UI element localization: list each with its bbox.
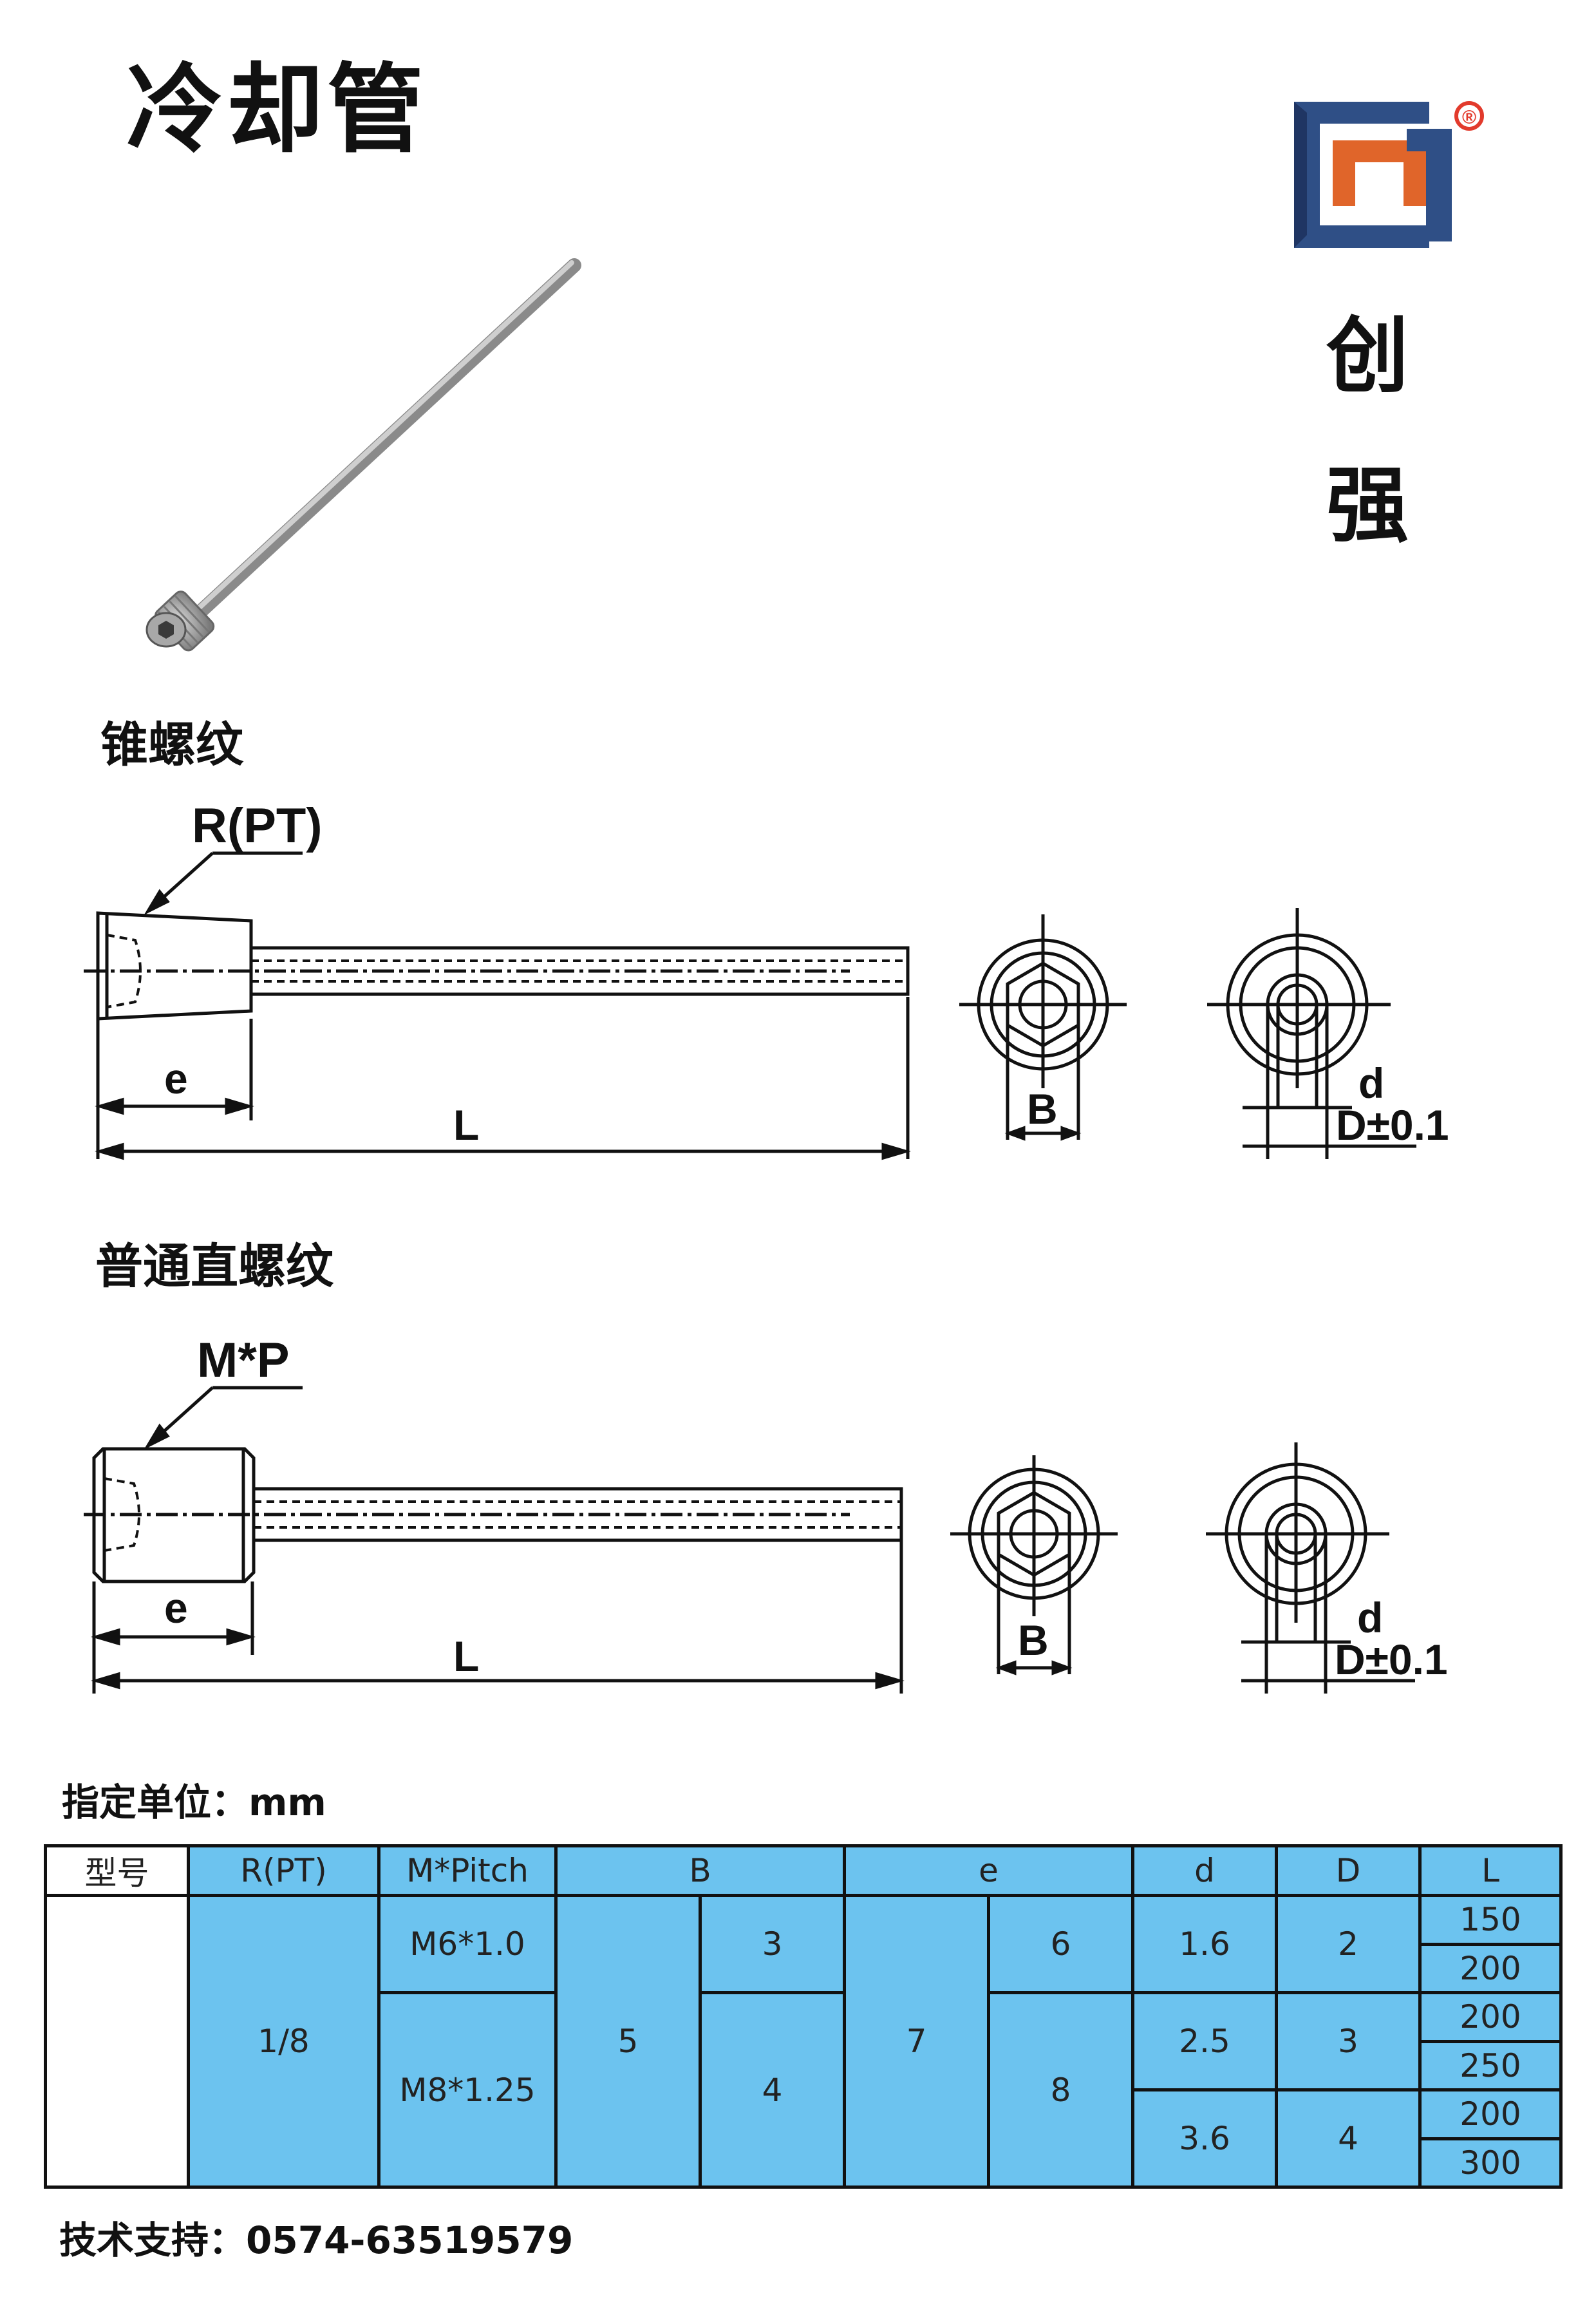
L-cell: 150 [1418, 1894, 1563, 1946]
label-B-2: B [1018, 1616, 1049, 1664]
D-cell: 4 [1275, 2088, 1422, 2189]
section-taper-thread: 锥螺纹 [100, 717, 243, 773]
section-straight-thread: 普通直螺纹 [95, 1239, 333, 1294]
registered-mark: ® [1462, 107, 1476, 128]
b-common-cell: 5 [554, 1894, 702, 2189]
label-D-2: D±0.1 [1335, 1636, 1448, 1683]
label-taper-thread: R(PT) [192, 798, 323, 853]
product-image [146, 258, 581, 652]
D-cell: 3 [1275, 1991, 1422, 2091]
header-model: 型号 [44, 1844, 190, 1897]
label-e-2: e [164, 1584, 188, 1632]
table-row: 3.6 4 200 [46, 2088, 1563, 2189]
e-cell: 8 [986, 1991, 1135, 2189]
table-row: M8*1.25 4 8 2.5 3 200 [46, 1991, 1563, 2189]
L-cell: 250 [1418, 2039, 1563, 2091]
brand-logo: ® [1294, 101, 1484, 248]
b-cell: 4 [699, 1991, 846, 2189]
page-title: 冷却管 [126, 54, 428, 166]
pitch-cell: M6*1.0 [377, 1894, 558, 1994]
d-cell: 2.5 [1131, 1991, 1279, 2091]
L-cell: 300 [1418, 2137, 1563, 2189]
label-B: B [1027, 1085, 1058, 1133]
unit-note: 指定单位：mm [62, 1780, 326, 1824]
header-e: e [842, 1844, 1135, 1897]
table-row: 1/8 M6*1.0 5 3 7 6 1.6 2 150 [44, 1894, 1563, 2189]
rpt-cell: 1/8 [187, 1894, 380, 2189]
L-cell: 200 [1418, 1942, 1563, 1994]
label-D: D±0.1 [1336, 1101, 1449, 1149]
table-row: 200 [46, 1942, 1563, 1994]
brand-char-2: 强 [1326, 458, 1409, 554]
header-b: B [554, 1844, 846, 1897]
header-rpt: R(PT) [187, 1844, 380, 1897]
L-cell: 200 [1418, 2088, 1563, 2140]
brand-char-1: 创 [1326, 308, 1409, 404]
header-L: L [1418, 1844, 1563, 1897]
D-cell: 2 [1275, 1894, 1422, 1994]
label-d-2: d [1357, 1594, 1383, 1641]
e-common-cell: 7 [843, 1894, 990, 2189]
e-cell: 6 [986, 1894, 1135, 1994]
model-cell [44, 1894, 190, 2189]
d-cell: 3.6 [1131, 2088, 1279, 2189]
spec-table: 型号 R(PT) M*Pitch B e d D L 1/8 M6*1.0 5 … [44, 1844, 1563, 2189]
b-cell: 3 [699, 1894, 846, 1994]
table-row: 250 [46, 2039, 1563, 2091]
table-header-row: 型号 R(PT) M*Pitch B e d D L [44, 1844, 1563, 1897]
header-pitch: M*Pitch [377, 1844, 558, 1897]
label-straight-thread: M*P [197, 1333, 290, 1388]
label-e: e [164, 1055, 188, 1102]
d-cell: 1.6 [1131, 1894, 1279, 1994]
label-d: d [1358, 1059, 1384, 1107]
straight-drawing: M*P e L B d D±0.1 [84, 1333, 1448, 1694]
header-d: d [1131, 1844, 1279, 1897]
pitch-cell: M8*1.25 [377, 1991, 558, 2189]
table-row: 300 [46, 2137, 1563, 2189]
L-cell: 200 [1418, 1991, 1563, 2043]
support-phone: 技术支持：0574-63519579 [59, 2218, 574, 2262]
taper-drawing: R(PT) e L B d D±0.1 [84, 798, 1449, 1160]
label-L-2: L [453, 1632, 479, 1680]
header-D: D [1275, 1844, 1422, 1897]
label-L: L [453, 1101, 479, 1149]
